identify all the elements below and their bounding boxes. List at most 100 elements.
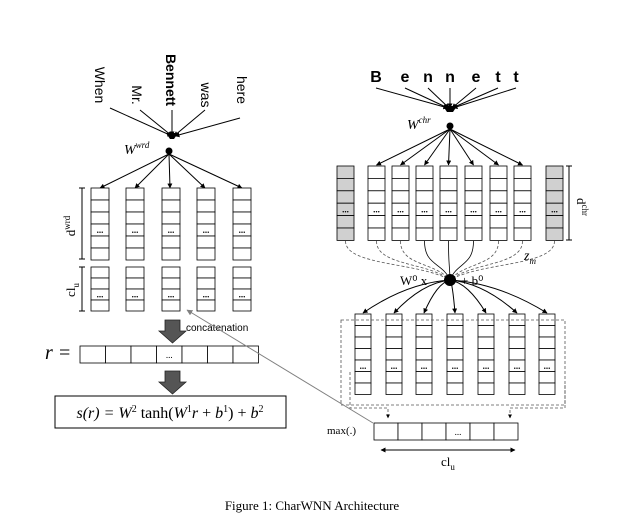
cell	[336, 165, 355, 179]
cell	[90, 235, 110, 249]
chr-arrow-7	[449, 128, 523, 166]
cell	[446, 348, 464, 361]
cell	[538, 382, 556, 395]
word-was: was	[198, 82, 214, 108]
cell	[464, 215, 483, 229]
cell	[415, 336, 433, 349]
cell	[464, 177, 483, 192]
cell	[415, 382, 433, 395]
cell	[90, 199, 110, 213]
cell-dots: ...	[452, 361, 459, 371]
cell	[385, 336, 403, 349]
conv-out-arrow-1	[362, 279, 451, 314]
r-cell	[207, 345, 234, 364]
cell	[90, 266, 110, 279]
cell	[439, 227, 458, 241]
cell	[508, 382, 526, 395]
svg-text:dwrd: dwrd	[62, 215, 78, 236]
cell	[125, 247, 145, 261]
char-embedding-col-2: ...	[391, 165, 410, 241]
conv-col-5: ...	[477, 313, 495, 395]
cell	[545, 165, 564, 179]
cell-dots: ...	[495, 204, 502, 214]
cell	[161, 266, 181, 279]
cell	[90, 187, 110, 201]
chr-arrow-1	[376, 128, 451, 166]
cell	[232, 199, 252, 213]
max-label: max(.)	[327, 425, 356, 437]
chr-weight-label: Wchr	[407, 115, 431, 133]
cell	[464, 190, 483, 204]
cell	[415, 177, 434, 192]
cell	[161, 235, 181, 249]
cell	[545, 215, 564, 229]
cell-dots: ...	[544, 361, 551, 371]
cell	[513, 215, 532, 229]
svg-text:clu: clu	[63, 283, 81, 297]
char-embedding-columns: ...........................	[336, 165, 564, 241]
cell	[391, 215, 410, 229]
cell	[90, 299, 110, 312]
cell	[446, 313, 464, 326]
word-embedding-col-3: ...	[161, 187, 181, 261]
conv-output-columns: .....................	[354, 313, 556, 395]
r-cell	[105, 345, 132, 364]
chr-node	[446, 122, 454, 130]
conv-output-arrows	[362, 279, 548, 314]
cell	[161, 299, 181, 312]
out-cell	[397, 422, 423, 441]
cell-dots: ...	[445, 204, 452, 214]
cell	[196, 277, 216, 290]
cell-dots: ...	[397, 204, 404, 214]
conv-out-arrow-7	[449, 279, 548, 314]
cell	[513, 190, 532, 204]
svg-text:dchr: dchr	[574, 198, 590, 216]
cell	[513, 227, 532, 241]
conv-link-3	[400, 240, 451, 281]
conv-link-9	[449, 240, 555, 281]
cell	[161, 247, 181, 261]
word-embedding-columns: ..............................	[90, 187, 252, 312]
wrd-node	[165, 147, 173, 155]
cell	[545, 227, 564, 241]
cell	[439, 215, 458, 229]
cell	[232, 277, 252, 290]
cell	[90, 277, 110, 290]
zm-label: zm	[523, 249, 536, 266]
word-cl-col-1: ...	[90, 266, 110, 312]
cell-dots: ...	[360, 361, 367, 371]
conv-left-label: W⁰ x	[400, 273, 428, 288]
concat-down-arrow	[157, 319, 188, 344]
wrd-weight-label: Wwrd	[124, 140, 150, 158]
out-cell	[373, 422, 399, 441]
cell	[161, 211, 181, 225]
cell	[196, 199, 216, 213]
cell	[477, 336, 495, 349]
conv-col-1: ...	[354, 313, 372, 395]
cell-dots: ...	[483, 361, 490, 371]
wrd-dim-brace	[79, 187, 85, 260]
cell	[508, 336, 526, 349]
out-dim-label: clu	[441, 454, 455, 472]
cell	[545, 190, 564, 204]
char-6: t	[495, 69, 501, 86]
cell	[336, 215, 355, 229]
cell	[354, 382, 372, 395]
word-embedding-col-2: ...	[125, 187, 145, 261]
cell	[354, 371, 372, 384]
cell	[125, 299, 145, 312]
cell-dots: ...	[168, 225, 175, 235]
cell	[477, 348, 495, 361]
cell	[196, 211, 216, 225]
cell	[513, 165, 532, 179]
cell	[538, 336, 556, 349]
cl-dim-brace	[79, 266, 85, 312]
cell	[367, 177, 386, 192]
chr-dim-brace	[566, 165, 572, 241]
cell	[508, 325, 526, 338]
cell	[391, 190, 410, 204]
cell	[439, 165, 458, 179]
r-vector: ...	[79, 345, 259, 364]
